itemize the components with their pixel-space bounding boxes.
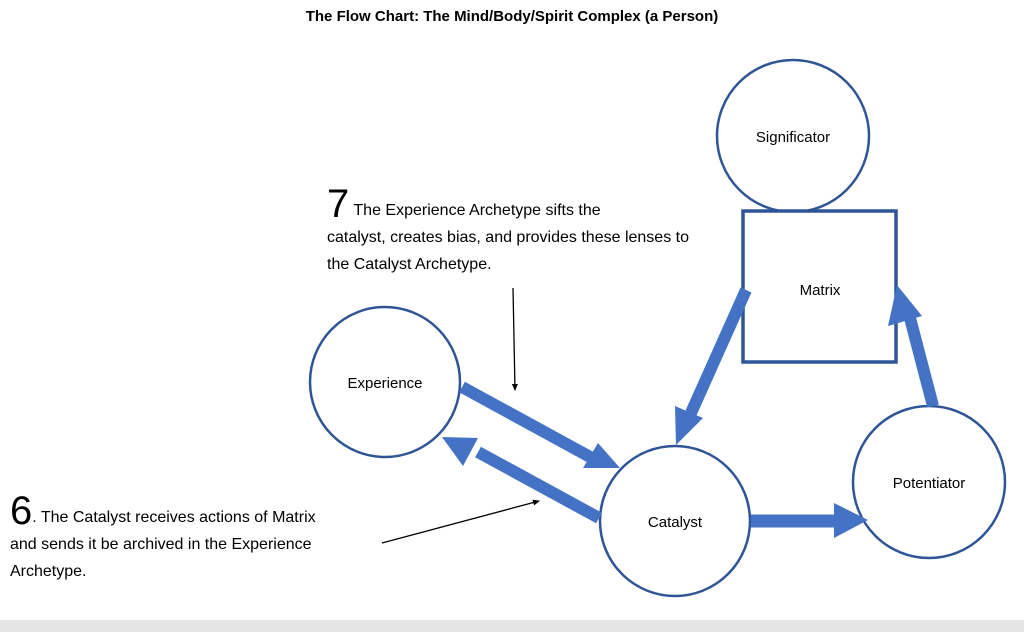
note-step-7: 7 The Experience Archetype sifts the cat… <box>327 184 707 278</box>
node-significator[interactable]: Significator <box>715 58 871 214</box>
diagram-title: The Flow Chart: The Mind/Body/Spirit Com… <box>305 8 719 25</box>
experience-label: Experience <box>347 375 422 392</box>
bottom-bar <box>0 620 1024 632</box>
note7-number: 7 <box>327 182 350 226</box>
catalyst-circle <box>598 444 752 598</box>
pointer-note6 <box>381 499 540 544</box>
note6-line1: . The Catalyst receives actions of Matri… <box>32 509 316 526</box>
note-step-6: 6. The Catalyst receives actions of Matr… <box>10 491 390 585</box>
arrow-matrix-to-catalyst <box>675 287 752 445</box>
potentiator-label: Potentiator <box>893 475 966 492</box>
matrix-box <box>741 209 898 364</box>
node-potentiator[interactable]: Potentiator <box>851 404 1007 560</box>
node-experience[interactable]: Experience <box>308 305 462 459</box>
pointer-note7 <box>511 287 518 391</box>
experience-circle <box>308 305 462 459</box>
arrow-potentiator-to-matrix <box>888 285 939 408</box>
arrow-experience-to-catalyst <box>459 381 620 468</box>
catalyst-label: Catalyst <box>648 514 703 531</box>
note6-number: 6 <box>10 489 33 533</box>
node-matrix[interactable]: Matrix <box>741 209 898 364</box>
note7-line1: The Experience Archetype sifts the <box>349 202 601 219</box>
arrow-catalyst-to-experience <box>442 437 602 524</box>
note6-rest: and sends it be archived in the Experien… <box>10 536 312 580</box>
significator-label: Significator <box>756 129 830 146</box>
node-catalyst[interactable]: Catalyst <box>598 444 752 598</box>
arrow-catalyst-to-potentiator <box>751 503 868 538</box>
note7-rest: catalyst, creates bias, and provides the… <box>327 229 689 273</box>
matrix-label: Matrix <box>800 282 841 299</box>
